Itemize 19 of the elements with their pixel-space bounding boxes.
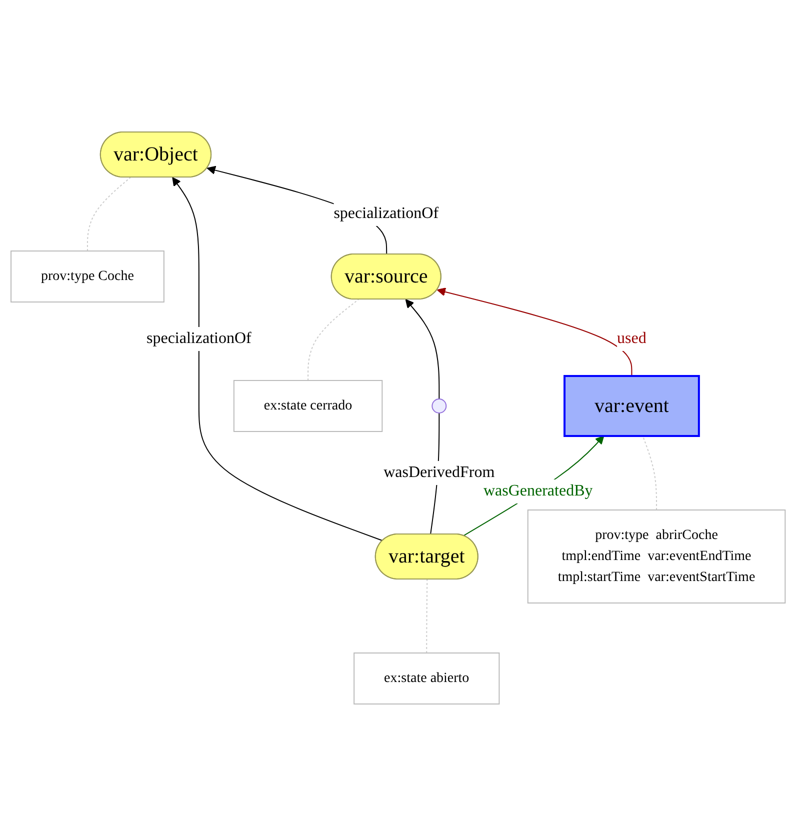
node-box: ex:state abierto — [353, 652, 500, 704]
connector — [86, 177, 131, 252]
edge-label: wasDerivedFrom — [384, 464, 495, 481]
arrow — [436, 288, 632, 376]
node-box: prov:type abrirCoche tmpl:endTime var:eventEndTime tmpl:startTime var:eventStartTime — [527, 510, 786, 604]
connector — [307, 299, 359, 381]
node-circle — [432, 398, 447, 414]
connector — [426, 579, 428, 654]
node-box: var:event — [563, 375, 700, 437]
edge-label: specializationOf — [334, 205, 438, 222]
arrow — [172, 177, 384, 542]
node-box: prov:type Coche — [10, 250, 164, 302]
edge-label: wasGeneratedBy — [483, 482, 593, 500]
connector — [642, 436, 657, 510]
edge-label: used — [616, 330, 646, 347]
arrow — [405, 299, 440, 400]
edge-label: specializationOf — [146, 330, 252, 347]
arrow — [462, 436, 604, 536]
node-box: ex:state cerrado — [233, 380, 383, 432]
